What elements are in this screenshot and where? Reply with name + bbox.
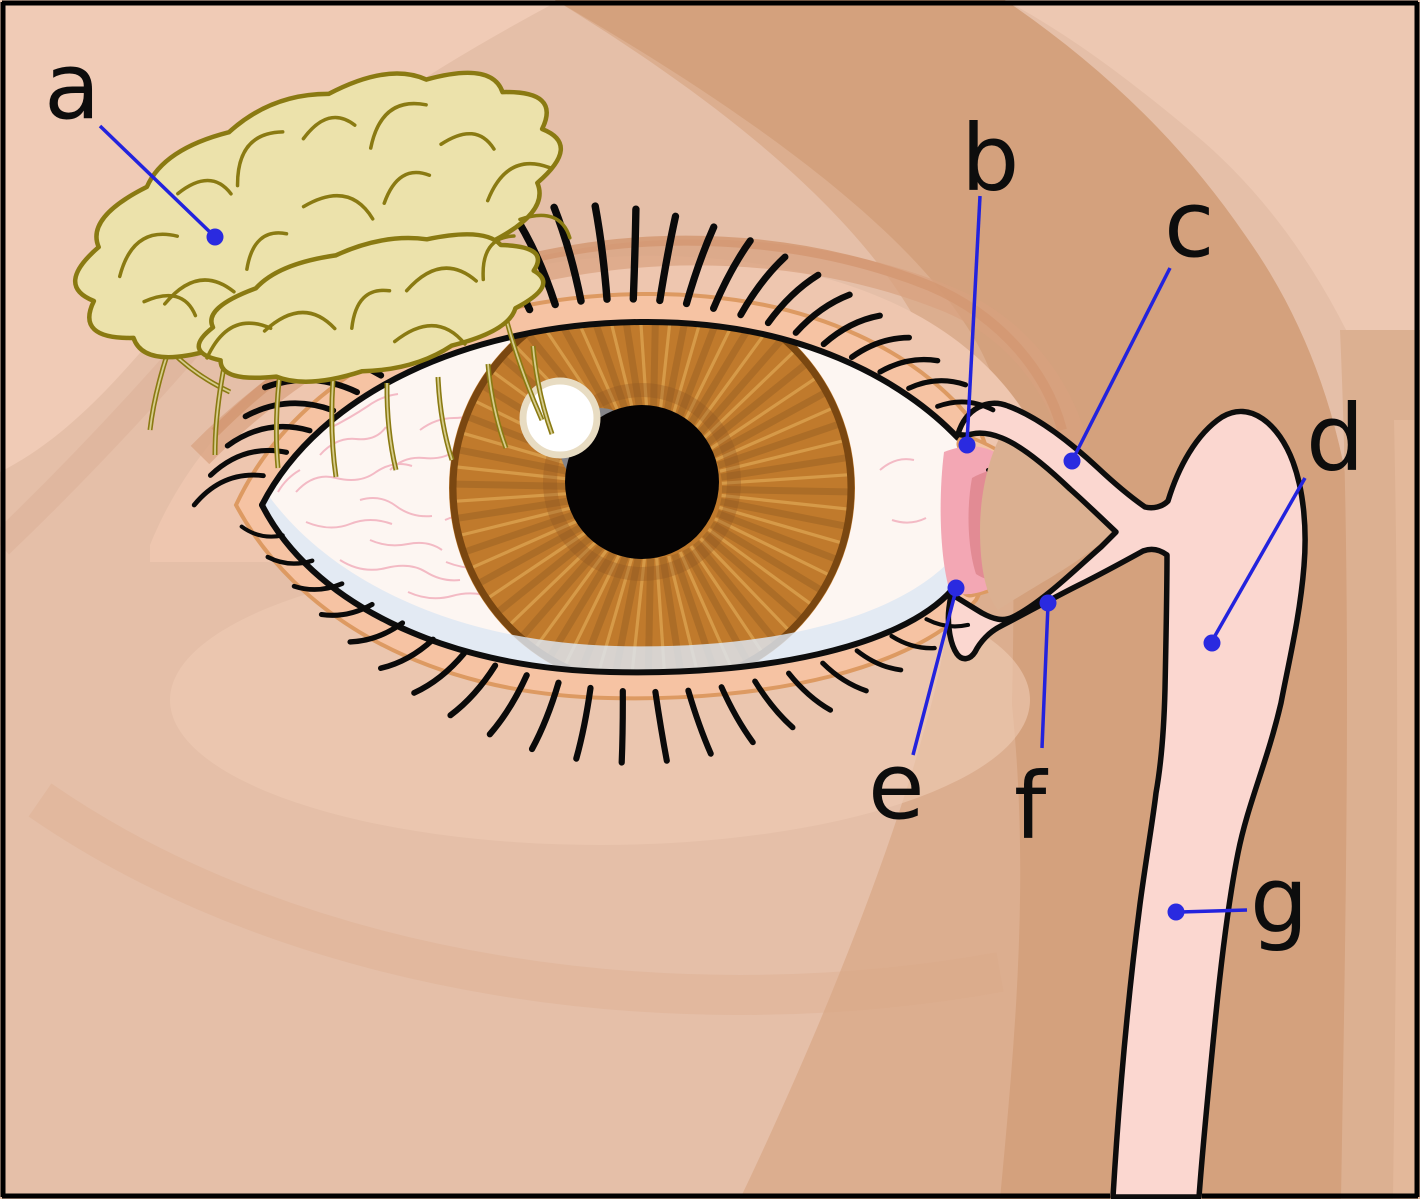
dot-a-lacrimal-gland: [206, 228, 224, 246]
lower-eyelashes: [239, 524, 971, 766]
label-a: a: [44, 33, 100, 140]
callouts: a b c d e f g: [44, 33, 1364, 954]
medial-canthus: [940, 434, 1114, 610]
catchlight: [519, 377, 601, 459]
iris: [449, 321, 855, 673]
dot-c-upper-canaliculus: [1063, 452, 1081, 470]
dot-e-lower-punctum: [947, 579, 965, 597]
skin-highlight-topleft: [0, 0, 560, 472]
lacrimal-gland: [73, 70, 572, 478]
skin-streak-right-2: [1393, 420, 1420, 1199]
cheek-arc: [28, 783, 1004, 1015]
lower-conjunctiva-band: [262, 492, 958, 673]
iris-inner-ring: [543, 383, 741, 581]
canthus-skin-wedge: [980, 437, 1114, 610]
lower-lid-outline: [259, 502, 955, 676]
leader-e: [911, 589, 958, 756]
leader-lines: [98, 124, 1307, 914]
lacrimal-drainage-system: [945, 400, 1308, 1199]
pupil: [565, 405, 719, 559]
label-c: c: [1164, 171, 1215, 278]
label-f: f: [1014, 753, 1049, 860]
sclera-contents: [262, 321, 958, 673]
leader-dots: [206, 228, 1221, 921]
leader-c: [1071, 267, 1172, 460]
skin-highlight-topright: [1005, 0, 1420, 540]
label-letters: a b c d e f g: [44, 33, 1364, 954]
dot-d-lacrimal-sac: [1203, 634, 1221, 652]
dot-g-nasolacrimal-duct: [1167, 903, 1185, 921]
label-e: e: [868, 733, 925, 840]
upper-lid-outline: [259, 318, 961, 508]
leader-a: [98, 124, 215, 237]
dot-b-upper-punctum: [958, 436, 976, 454]
label-b: b: [961, 105, 1019, 212]
leader-b: [965, 195, 982, 444]
leader-g: [1179, 908, 1248, 914]
label-d: d: [1306, 385, 1364, 492]
iris-rim: [449, 321, 855, 673]
dot-f-lower-canaliculus: [1039, 594, 1057, 612]
leader-d: [1210, 477, 1307, 642]
leader-f: [1040, 604, 1050, 749]
label-g: g: [1250, 847, 1308, 954]
gland-lobule-lines: [117, 101, 572, 360]
